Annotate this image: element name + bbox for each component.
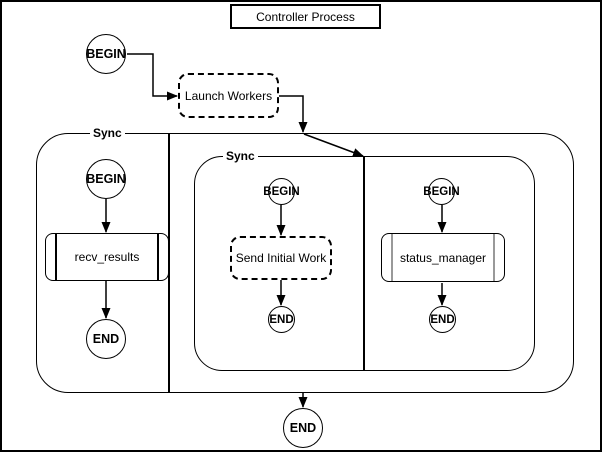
node-left-end-label: END xyxy=(92,332,120,346)
node-right-end-label: END xyxy=(430,313,455,326)
recv-results-right-bar xyxy=(157,234,159,280)
recv-results-left-bar xyxy=(55,234,57,280)
node-right-begin: BEGIN xyxy=(423,178,460,205)
process-title-box: Controller Process xyxy=(230,4,381,29)
node-left-begin: BEGIN xyxy=(86,159,126,199)
node-begin-top-label: BEGIN xyxy=(86,47,126,61)
node-begin-top: BEGIN xyxy=(86,34,126,74)
node-mid-begin-label: BEGIN xyxy=(263,185,300,198)
node-send-initial-work: Send Initial Work xyxy=(230,236,332,280)
node-recv-results-label: recv_results xyxy=(74,250,140,264)
process-title: Controller Process xyxy=(256,9,355,24)
node-launch-workers-label: Launch Workers xyxy=(184,88,273,103)
node-bottom-end: END xyxy=(283,408,323,448)
node-send-initial-work-label: Send Initial Work xyxy=(235,251,327,265)
status-manager-right-bar xyxy=(493,234,495,281)
status-manager-left-bar xyxy=(391,234,393,281)
node-left-end: END xyxy=(86,319,126,359)
node-mid-begin: BEGIN xyxy=(263,178,300,205)
node-left-begin-label: BEGIN xyxy=(86,172,126,186)
outer-sync-container xyxy=(36,133,574,393)
inner-sync-container xyxy=(194,156,535,371)
connector-begin-to-launch xyxy=(127,53,178,101)
node-bottom-end-label: END xyxy=(289,421,317,435)
node-launch-workers: Launch Workers xyxy=(178,73,279,118)
outer-sync-label: Sync xyxy=(90,127,125,140)
node-status-manager: status_manager xyxy=(381,233,505,282)
node-recv-results: recv_results xyxy=(45,233,169,281)
node-mid-end-label: END xyxy=(269,313,294,326)
node-status-manager-label: status_manager xyxy=(399,250,487,265)
node-right-begin-label: BEGIN xyxy=(423,185,460,198)
node-right-end: END xyxy=(429,306,456,333)
node-mid-end: END xyxy=(268,306,295,333)
connector-launch-to-outer-sync xyxy=(279,95,308,133)
inner-sync-divider xyxy=(363,156,365,371)
inner-sync-label: Sync xyxy=(223,150,258,163)
